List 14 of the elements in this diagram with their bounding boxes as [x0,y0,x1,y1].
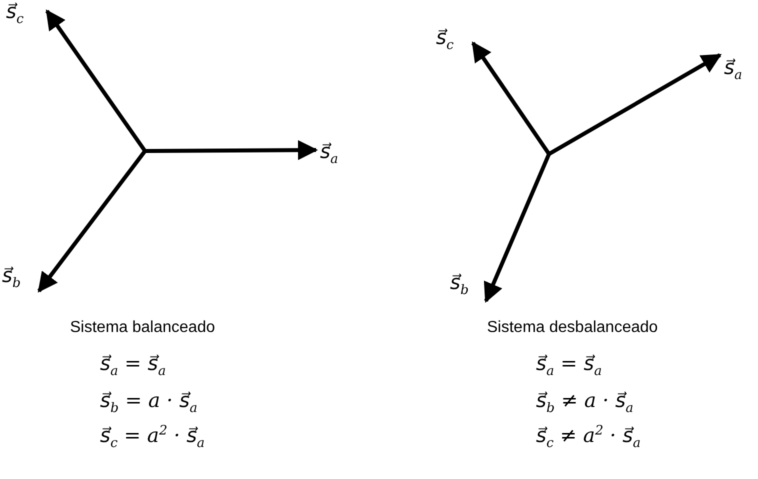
vector-formula: s⃗$_{c}$ [6,0,24,28]
vector-formula: s⃗$_{a}$ [724,56,742,84]
diagram-caption: Sistema desbalanceado [487,319,658,337]
vector-formula: s⃗$_{c}$ [436,26,454,54]
diagram-caption: Sistema balanceado [70,319,215,337]
vector-formula: s⃗$_{a}$ = s⃗$_{a}$ [100,352,166,380]
vector-formula: s⃗$_{b}$ [2,264,21,292]
vector-formula: s⃗$_{a}$ [320,140,338,168]
vector-formula: s⃗$_{a}$ = s⃗$_{a}$ [536,352,602,380]
vector-formula: s⃗$_{c}$ = a$^{2}$ · s⃗$_{a}$ [100,424,205,452]
vector-formula: s⃗$_{b}$ [450,271,469,298]
vector-formula: s⃗$_{b}$ ≠ a · s⃗$_{a}$ [536,389,634,416]
vector-formula: s⃗$_{b}$ = a · s⃗$_{a}$ [100,389,198,416]
vector-formula: s⃗$_{c}$ ≠ a$^{2}$ · s⃗$_{a}$ [536,424,641,452]
